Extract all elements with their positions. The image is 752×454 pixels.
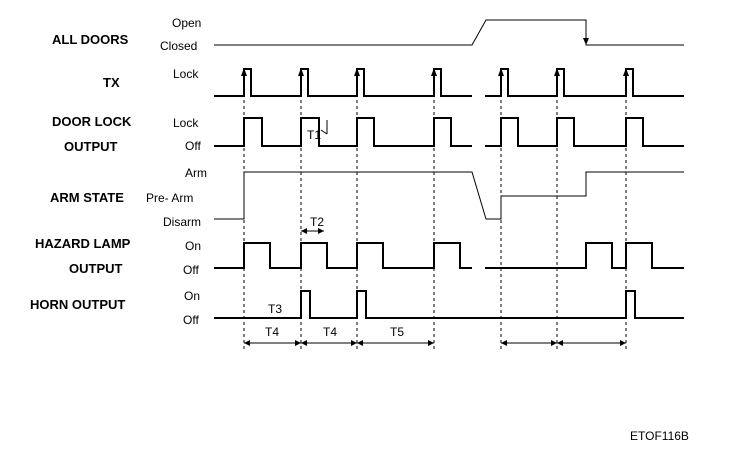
figure-code: ETOF116B	[630, 429, 689, 443]
state-label-horn-on: On	[184, 289, 200, 303]
timing-label-t1: T1	[307, 128, 321, 142]
arrow-icon	[554, 68, 560, 76]
arrow-icon	[298, 68, 304, 76]
signal-label-tx: TX	[103, 75, 120, 90]
signal-label-all-doors: ALL DOORS	[52, 32, 129, 47]
state-label-pre-arm: Pre- Arm	[146, 191, 193, 205]
arrow-icon	[623, 68, 629, 76]
arrow-icon	[557, 340, 563, 346]
arrow-icon	[431, 68, 437, 76]
state-label-door-lock: Lock	[173, 116, 199, 130]
state-label-arm: Arm	[185, 166, 207, 180]
timing-label-t4-first: T4	[265, 325, 279, 339]
t1-marker	[320, 120, 328, 135]
state-label-closed: Closed	[160, 39, 197, 53]
arrow-icon	[357, 340, 363, 346]
state-label-hazard-off: Off	[183, 263, 199, 277]
arrow-icon	[428, 340, 434, 346]
state-label-horn-off: Off	[183, 313, 199, 327]
signal-label-door-lock-line2: OUTPUT	[64, 139, 118, 154]
state-label-open: Open	[172, 16, 201, 30]
arrow-icon	[583, 38, 589, 45]
waveform-hazard	[214, 242, 684, 269]
timing-label-t2: T2	[310, 215, 324, 229]
timing-label-t3: T3	[268, 302, 282, 316]
arrow-icon	[244, 340, 250, 346]
state-label-door-off: Off	[185, 139, 201, 153]
arrow-icon	[498, 68, 504, 76]
arrow-icon	[501, 340, 507, 346]
timing-label-t5: T5	[390, 325, 404, 339]
arrow-icon	[351, 340, 357, 346]
signal-label-hazard-line1: HAZARD LAMP	[35, 236, 131, 251]
state-label-disarm: Disarm	[163, 215, 201, 229]
signal-label-horn: HORN OUTPUT	[30, 297, 125, 312]
arrow-icon	[354, 68, 360, 76]
signal-label-arm-state: ARM STATE	[50, 190, 124, 205]
arrow-icon	[551, 340, 557, 346]
state-label-hazard-on: On	[185, 239, 201, 253]
waveform-arm-state	[214, 171, 684, 220]
waveform-horn	[214, 290, 684, 319]
waveform-all-doors	[214, 19, 684, 46]
signal-label-hazard-line2: OUTPUT	[69, 261, 123, 276]
arrow-icon	[301, 340, 307, 346]
interval-arrows	[244, 340, 626, 346]
waveform-door-lock	[214, 117, 684, 147]
state-label-tx-lock: Lock	[173, 67, 199, 81]
arrow-icon	[295, 340, 301, 346]
waveform-tx	[214, 68, 684, 97]
arrow-icon	[620, 340, 626, 346]
timing-label-t4-second: T4	[323, 325, 337, 339]
arrow-icon	[301, 228, 307, 234]
signal-label-door-lock-line1: DOOR LOCK	[52, 114, 132, 129]
arrow-icon	[241, 68, 247, 76]
arrow-icon	[318, 228, 324, 234]
